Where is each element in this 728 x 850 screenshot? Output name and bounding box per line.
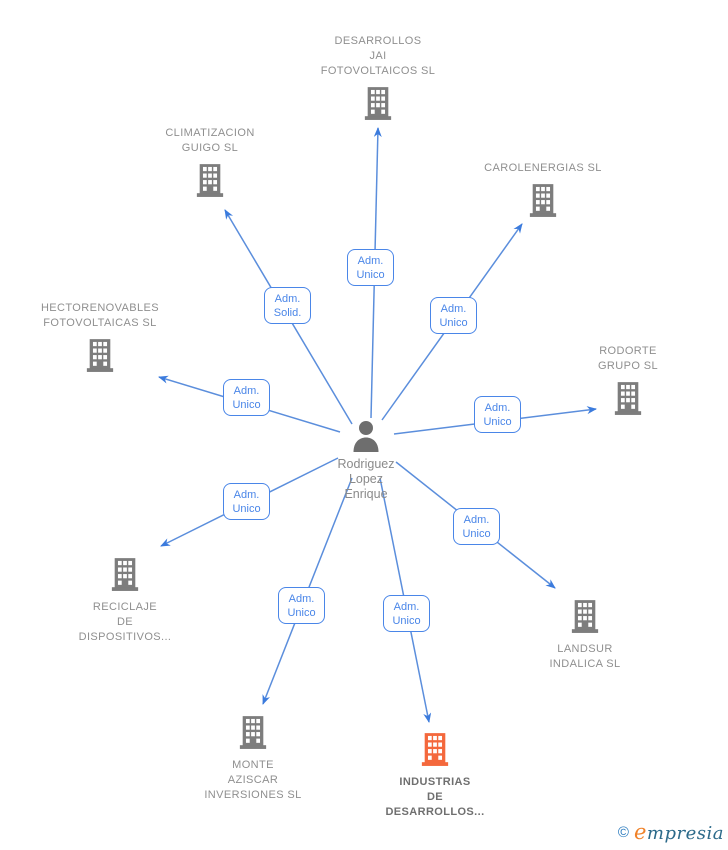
empresia-logo[interactable]: © empresia — [618, 820, 724, 844]
copyright-icon: © — [617, 823, 629, 841]
edge-label-adm-unico-reciclaje: Adm. Unico — [223, 483, 270, 520]
edge-label-text: Adm. Unico — [287, 592, 316, 619]
person-icon — [351, 420, 381, 452]
edge-label-text: Adm. Unico — [462, 513, 491, 540]
company-node-landsur-indalica[interactable]: LANDSUR INDALICA SL — [500, 600, 670, 672]
company-name: DESARROLLOS JAI FOTOVOLTAICOS SL — [320, 35, 436, 77]
edge-label-adm-unico-landsur: Adm. Unico — [453, 508, 500, 545]
building-icon — [528, 184, 558, 218]
edge-label-text: Adm. Unico — [232, 488, 261, 515]
edge-label-adm-solid-climatizacion: Adm. Solid. — [264, 287, 311, 324]
building-icon — [85, 339, 115, 373]
company-name: LANDSUR INDALICA SL — [549, 643, 621, 670]
company-name: CAROLENERGIAS SL — [484, 162, 602, 174]
company-name: CLIMATIZACION GUIGO SL — [165, 127, 255, 154]
company-name: INDUSTRIAS DE DESARROLLOS... — [385, 776, 485, 818]
company-node-monte-aziscar-inversiones[interactable]: MONTE AZISCAR INVERSIONES SL — [168, 716, 338, 803]
edge-label-text: Adm. Unico — [392, 600, 421, 627]
edge-label-text: Adm. Unico — [483, 401, 512, 428]
company-name: RODORTE GRUPO SL — [597, 345, 659, 372]
company-node-hectorenovables-fotovoltaicas[interactable]: HECTORENOVABLES FOTOVOLTAICAS SL — [15, 301, 185, 373]
company-name: MONTE AZISCAR INVERSIONES SL — [204, 759, 302, 801]
edge-label-text: Adm. Unico — [439, 302, 468, 329]
building-icon — [613, 382, 643, 416]
building-icon — [195, 164, 225, 198]
edge-label-adm-unico-carolenergias: Adm. Unico — [430, 297, 477, 334]
company-node-reciclaje-de-dispositivos[interactable]: RECICLAJE DE DISPOSITIVOS... — [40, 558, 210, 645]
company-node-desarrollos-jai-fotovoltaicos[interactable]: DESARROLLOS JAI FOTOVOLTAICOS SL — [293, 34, 463, 121]
brand-name: empresia — [634, 820, 724, 844]
company-node-climatizacion-guigo[interactable]: CLIMATIZACION GUIGO SL — [125, 126, 295, 198]
edge-label-adm-unico-industrias: Adm. Unico — [383, 595, 430, 632]
edge-label-text: Adm. Unico — [232, 384, 261, 411]
edge-label-adm-unico-rodorte: Adm. Unico — [474, 396, 521, 433]
company-name: RECICLAJE DE DISPOSITIVOS... — [78, 601, 172, 643]
building-icon — [420, 733, 450, 767]
company-node-carolenergias[interactable]: CAROLENERGIAS SL — [458, 161, 628, 218]
edge-label-text: Adm. Solid. — [273, 292, 302, 319]
building-icon — [238, 716, 268, 750]
company-node-rodorte-grupo[interactable]: RODORTE GRUPO SL — [543, 344, 713, 416]
brand-rest: mpresia — [646, 823, 724, 844]
brand-initial: e — [633, 820, 647, 844]
person-name: Rodriguez Lopez Enrique — [337, 457, 395, 501]
edge-label-adm-unico-monte: Adm. Unico — [278, 587, 325, 624]
edge-label-adm-unico-desarrollos: Adm. Unico — [347, 249, 394, 286]
building-icon — [363, 87, 393, 121]
building-icon — [110, 558, 140, 592]
company-node-industrias-de-desarrollos[interactable]: INDUSTRIAS DE DESARROLLOS... — [350, 733, 520, 820]
edge-label-adm-unico-hectorenovables: Adm. Unico — [223, 379, 270, 416]
person-node-rodriguez-lopez-enrique[interactable]: Rodriguez Lopez Enrique — [281, 420, 451, 502]
building-icon — [570, 600, 600, 634]
company-name: HECTORENOVABLES FOTOVOLTAICAS SL — [40, 302, 160, 329]
edge-label-text: Adm. Unico — [356, 254, 385, 281]
